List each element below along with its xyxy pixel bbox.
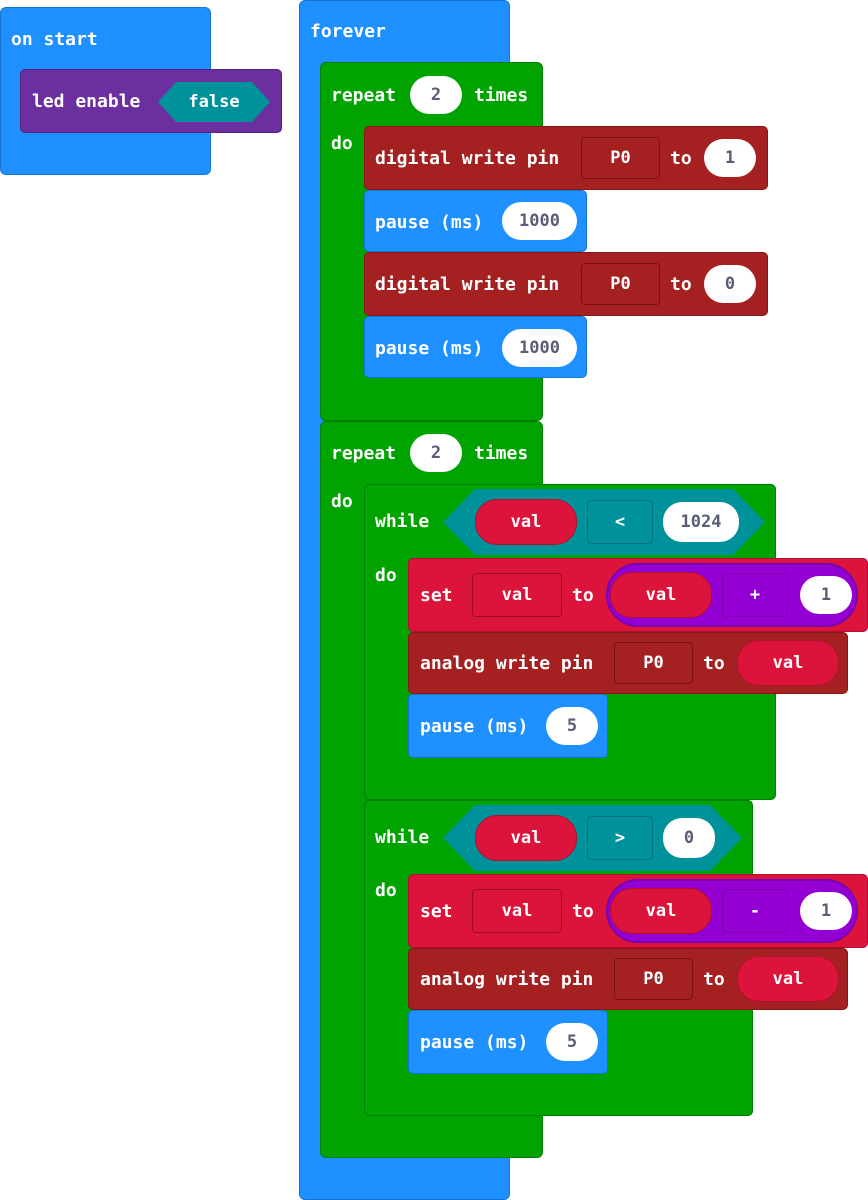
analog-to-label-1: to xyxy=(703,653,725,674)
pause-label-4: pause (ms) xyxy=(420,1032,529,1053)
analog-to-label-2: to xyxy=(703,969,725,990)
analog-value-val-2[interactable]: val xyxy=(737,956,839,1002)
analog-write-label-1: analog write pin xyxy=(420,653,594,674)
math-rhs-2[interactable]: 1 xyxy=(800,892,852,930)
do-label-1: do xyxy=(331,133,353,154)
pause-value-1[interactable]: 1000 xyxy=(502,202,577,240)
on-start-label: on start xyxy=(11,29,98,50)
led-enable-label: led enable xyxy=(32,91,141,112)
digital-value-1[interactable]: 1 xyxy=(704,139,756,177)
false-value: false xyxy=(188,92,240,112)
set-to-label-1: to xyxy=(572,585,594,606)
while-label-1: while xyxy=(375,511,430,532)
math-rhs-1[interactable]: 1 xyxy=(800,576,852,614)
to-label-1: to xyxy=(670,148,692,169)
repeat-label-2: repeat xyxy=(331,443,397,464)
analog-pin-dropdown-2[interactable]: P0 xyxy=(614,958,693,1000)
math-op-dropdown-2[interactable]: - xyxy=(722,889,788,933)
set-label-1: set xyxy=(420,585,453,606)
analog-write-label-2: analog write pin xyxy=(420,969,594,990)
while-do-label-1: do xyxy=(375,565,397,586)
repeat-count-2[interactable]: 2 xyxy=(410,434,462,472)
operator-dropdown-1[interactable]: < xyxy=(587,500,653,544)
do-label-2: do xyxy=(331,491,353,512)
math-lhs-val-2[interactable]: val xyxy=(610,888,712,934)
analog-value-val-1[interactable]: val xyxy=(737,640,839,686)
val-reporter-1[interactable]: val xyxy=(475,499,577,545)
digital-write-label-1: digital write pin xyxy=(375,148,560,169)
led-enable-false-toggle[interactable]: false xyxy=(158,82,270,122)
digital-write-block-2[interactable] xyxy=(364,252,768,316)
set-var-dropdown-1[interactable]: val xyxy=(472,573,562,617)
digital-value-2[interactable]: 0 xyxy=(704,265,756,303)
operator-dropdown-2[interactable]: > xyxy=(587,816,653,860)
pause-label-2: pause (ms) xyxy=(375,338,484,359)
set-label-2: set xyxy=(420,901,453,922)
math-op-dropdown-1[interactable]: + xyxy=(722,573,788,617)
pause-value-2[interactable]: 1000 xyxy=(502,329,577,367)
times-label-2: times xyxy=(474,443,529,464)
forever-label: forever xyxy=(310,21,386,42)
pause-value-3[interactable]: 5 xyxy=(546,707,598,745)
to-label-2: to xyxy=(670,274,692,295)
while-limit-1[interactable]: 1024 xyxy=(663,502,739,542)
pause-label-3: pause (ms) xyxy=(420,716,529,737)
pause-label-1: pause (ms) xyxy=(375,212,484,233)
pin-dropdown-2[interactable]: P0 xyxy=(581,263,660,305)
math-lhs-val-1[interactable]: val xyxy=(610,572,712,618)
pin-dropdown-1[interactable]: P0 xyxy=(581,137,660,179)
set-to-label-2: to xyxy=(572,901,594,922)
while-label-2: while xyxy=(375,827,430,848)
set-var-dropdown-2[interactable]: val xyxy=(472,889,562,933)
digital-write-block-1[interactable] xyxy=(364,126,768,190)
times-label-1: times xyxy=(474,85,529,106)
digital-write-label-2: digital write pin xyxy=(375,274,560,295)
repeat-label-1: repeat xyxy=(331,85,397,106)
pause-value-4[interactable]: 5 xyxy=(546,1023,598,1061)
while-limit-2[interactable]: 0 xyxy=(663,818,715,858)
while-do-label-2: do xyxy=(375,880,397,901)
repeat-count-1[interactable]: 2 xyxy=(410,76,462,114)
analog-pin-dropdown-1[interactable]: P0 xyxy=(614,642,693,684)
val-reporter-2[interactable]: val xyxy=(475,815,577,861)
